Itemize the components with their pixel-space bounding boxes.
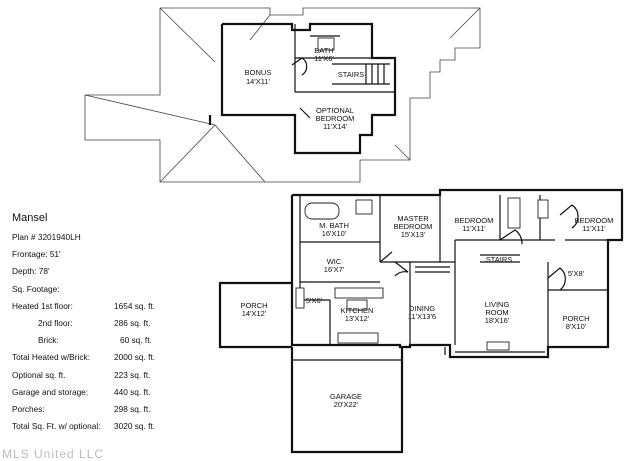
- spec-row: Depth: 78': [12, 263, 212, 280]
- spec-row: 2nd floor: 286 sq. ft.: [12, 315, 212, 332]
- door-swing: [547, 267, 566, 291]
- main-stairs: [415, 254, 520, 273]
- upper-room-size: 11'X14': [323, 122, 348, 131]
- spec-row: Total Heated w/Brick: 2000 sq. ft.: [12, 349, 212, 366]
- spec-label: Optional sq. ft.: [12, 369, 66, 380]
- fireplace: [486, 341, 510, 351]
- main-room-name: STAIRS: [486, 255, 513, 264]
- spec-label: Depth: 78': [12, 266, 50, 277]
- main-room-size: 13'X12': [345, 314, 370, 323]
- spec-label: Brick:: [38, 335, 59, 346]
- spec-value: 286 sq. ft.: [114, 318, 151, 329]
- master-tub: [304, 202, 340, 220]
- main-room-name: BEDROOM: [455, 216, 494, 225]
- spec-label: Heated 1st floor:: [12, 300, 73, 311]
- main-room-name: LIVING: [485, 300, 510, 309]
- main-room-name: KITCHEN: [341, 306, 374, 315]
- upper-bath-tub: [317, 37, 335, 51]
- door-swing: [379, 251, 393, 263]
- spec-label: Total Sq. Ft. w/ optional:: [12, 421, 101, 432]
- main-room-size: 16'X7': [324, 265, 345, 274]
- spec-label: Garage and storage:: [12, 386, 89, 397]
- kitchen-island: [346, 299, 368, 311]
- upper-room-name: BATH: [314, 46, 333, 55]
- spec-row: Total Sq. Ft. w/ optional: 3020 sq. ft.: [12, 418, 212, 435]
- upper-room-name: OPTIONAL: [316, 106, 354, 115]
- main-room-size: 18'X16': [485, 316, 510, 325]
- main-room-size: 16'X10': [322, 229, 347, 238]
- spec-label: Frontage: 51': [12, 249, 61, 260]
- upper-roof-outline: [84, 7, 481, 183]
- spec-row: Heated 1st floor: 1654 sq. ft.: [12, 298, 212, 315]
- spec-label: Porches:: [12, 404, 45, 415]
- plan-title: Mansel: [12, 212, 48, 224]
- main-room-name: M. BATH: [319, 221, 349, 230]
- upper-room-size: 11'X6': [314, 54, 334, 63]
- spec-label: 2nd floor:: [38, 318, 73, 329]
- door-swing: [499, 229, 523, 245]
- upper-stairs: [332, 63, 390, 85]
- main-room-name: 5'X6': [306, 296, 323, 305]
- spec-value: 1654 sq. ft.: [114, 300, 156, 311]
- main-room-size: ROOM: [485, 308, 508, 317]
- spec-value: 2000 sq. ft.: [114, 352, 156, 363]
- spec-value: 223 sq. ft.: [114, 369, 151, 380]
- master-shower: [355, 199, 373, 215]
- spec-value: 440 sq. ft.: [114, 386, 151, 397]
- spec-row: Sq. Footage:: [12, 281, 212, 298]
- upper-room-size: 14'X11': [246, 77, 271, 86]
- main-room-name: 5'X8': [568, 269, 585, 278]
- laundry-unit: [295, 287, 305, 309]
- main-room-size: 11'X13'6: [408, 312, 436, 321]
- spec-row: Plan # 3201940LH: [12, 229, 212, 246]
- upper-room-size: BEDROOM: [316, 114, 355, 123]
- main-room-size: 11'X11': [582, 224, 606, 233]
- watermark: MLS United LLC: [2, 447, 105, 461]
- spec-value: 3020 sq. ft.: [114, 421, 156, 432]
- plan-specs: Mansel Plan # 3201940LH Frontage: 51' De…: [12, 210, 212, 435]
- main-room-size: 20'X22': [334, 400, 359, 409]
- main-room-name: MASTER: [397, 214, 429, 223]
- upper-room-name: STAIRS: [338, 70, 365, 79]
- kitchen-counter-lower: [337, 332, 379, 344]
- upper-floor-walls: [208, 22, 397, 155]
- main-room-name: PORCH: [562, 314, 589, 323]
- main-room-size: 11'X11': [462, 224, 486, 233]
- door-swing: [394, 261, 409, 277]
- spec-row: Porches: 298 sq. ft.: [12, 401, 212, 418]
- upper-door-swing: [291, 57, 308, 76]
- upper-room-name: BONUS: [245, 68, 272, 77]
- main-room-size: 8'X10': [566, 322, 587, 331]
- main-room-name: DINING: [409, 304, 435, 313]
- spec-label: Plan # 3201940LH: [12, 232, 81, 242]
- main-room-name: GARAGE: [330, 392, 362, 401]
- main-room-size: 15'X13': [401, 230, 426, 239]
- main-room-name: PORCH: [240, 301, 267, 310]
- main-room-name: WIC: [327, 257, 342, 266]
- spec-label: Total Heated w/Brick:: [12, 352, 90, 363]
- spec-row: Frontage: 51': [12, 246, 212, 263]
- door-swing: [559, 204, 579, 229]
- upper-door-swing-2: [299, 107, 311, 119]
- spec-value: 298 sq. ft.: [114, 404, 151, 415]
- spec-row: Garage and storage: 440 sq. ft.: [12, 384, 212, 401]
- spec-label: Sq. Footage:: [12, 283, 60, 294]
- kitchen-counter: [334, 287, 384, 299]
- main-room-size: BEDROOM: [394, 222, 433, 231]
- spec-row: Optional sq. ft. 223 sq. ft.: [12, 367, 212, 384]
- spec-row: Brick: 60 sq. ft.: [12, 332, 212, 349]
- main-floor-walls: [218, 188, 624, 454]
- bath-vanity: [537, 199, 549, 219]
- spec-value: 60 sq. ft.: [120, 335, 152, 346]
- main-room-name: BEDROOM: [575, 216, 614, 225]
- bath-tub: [507, 197, 521, 229]
- main-room-size: 14'X12': [242, 309, 267, 318]
